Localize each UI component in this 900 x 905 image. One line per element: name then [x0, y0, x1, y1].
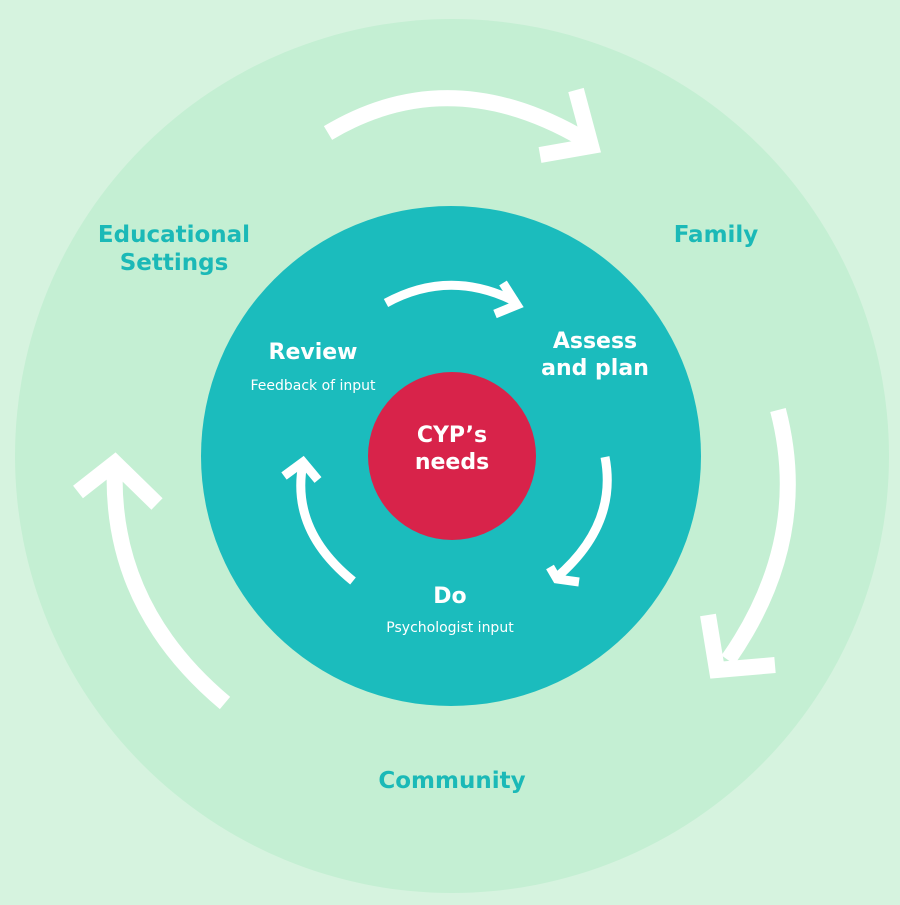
inner-arrow-right-icon [546, 456, 612, 587]
outer-arrow-top-icon [323, 87, 601, 163]
label-family: Family [673, 222, 759, 248]
center-circle [368, 372, 536, 540]
label-cyp-line1: CYP’s [416, 423, 488, 448]
label-do: Do [433, 584, 467, 609]
label-educational-settings: Educational Settings [88, 221, 260, 277]
outer-arrow-left-icon [73, 452, 231, 710]
label-educational-line2: Settings [119, 250, 229, 277]
outer-arrow-right-icon [700, 407, 796, 679]
label-educational-line1: Educational [97, 222, 251, 248]
label-review: Review [268, 340, 358, 365]
inner-arrow-left-icon [281, 455, 356, 585]
label-community: Community [378, 768, 526, 794]
label-assess-and-plan: Assess and plan [530, 329, 660, 383]
label-assess-line2: and plan [541, 355, 649, 381]
inner-arrow-top-icon [383, 280, 524, 319]
label-review-subtitle: Feedback of input [250, 378, 376, 394]
label-cyp-needs: CYP’s needs [392, 423, 512, 477]
label-cyp-line2: needs [414, 449, 490, 475]
label-do-subtitle: Psychologist input [386, 620, 514, 636]
label-assess-line1: Assess [552, 329, 638, 354]
